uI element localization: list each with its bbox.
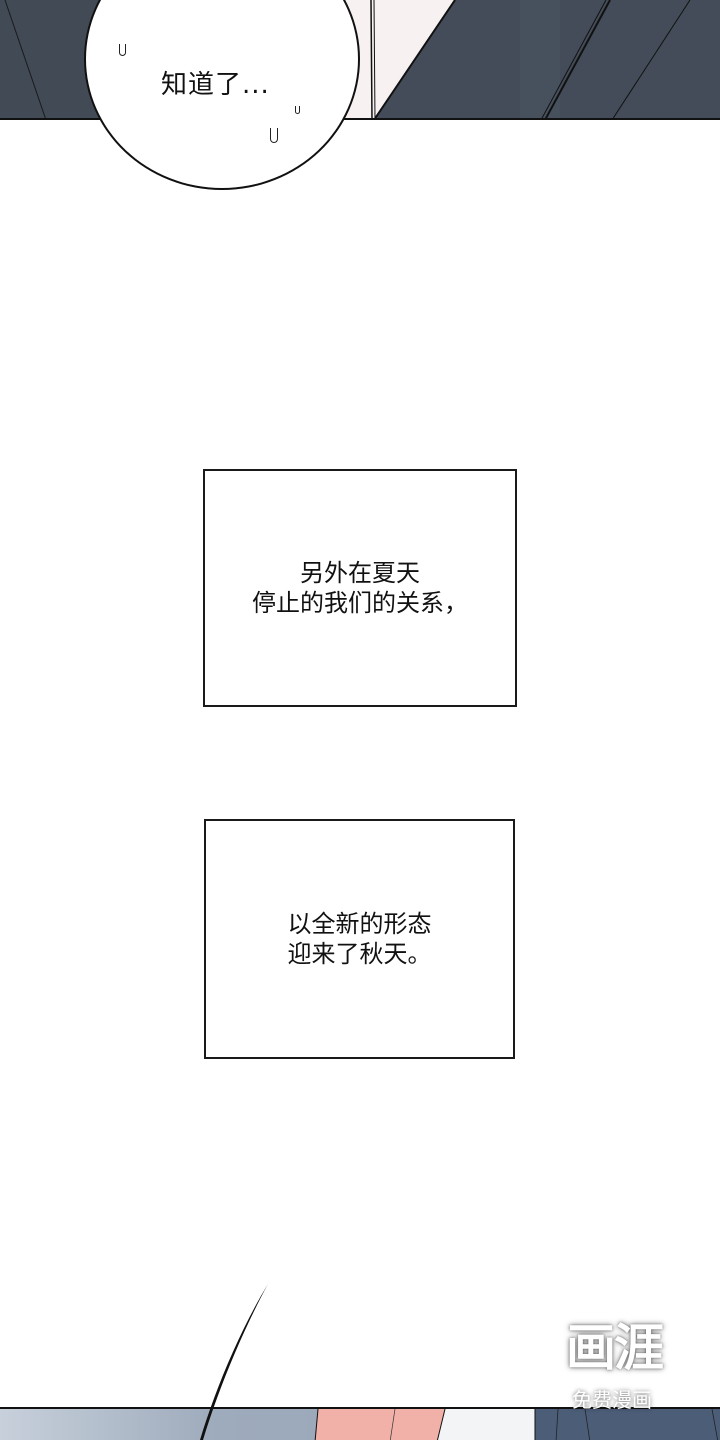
- watermark-logo: 画涯: [566, 1319, 664, 1377]
- bottom-panel: [0, 1407, 720, 1440]
- character-jacket-illustration: [0, 0, 720, 118]
- narration-line: 另外在夏天: [300, 559, 420, 587]
- narration-line: 以全新的形态: [287, 910, 432, 938]
- sweat-drop-icon: [270, 128, 278, 143]
- narration-box-2: 以全新的形态 迎来了秋天。: [204, 819, 515, 1059]
- sweat-drop-icon: [295, 106, 300, 114]
- speech-bubble-text: 知道了...: [161, 70, 270, 100]
- narration-line: 停止的我们的关系，: [252, 589, 468, 617]
- watermark-subtitle: 免费漫画: [572, 1388, 652, 1412]
- top-panel: [0, 0, 720, 120]
- watermark: 画涯 免费漫画: [566, 1318, 686, 1436]
- bottom-scene-illustration: [0, 1409, 720, 1440]
- sweat-drop-icon: [119, 44, 126, 56]
- narration-line: 迎来了秋天。: [287, 940, 432, 968]
- narration-box-1: 另外在夏天 停止的我们的关系，: [203, 469, 517, 707]
